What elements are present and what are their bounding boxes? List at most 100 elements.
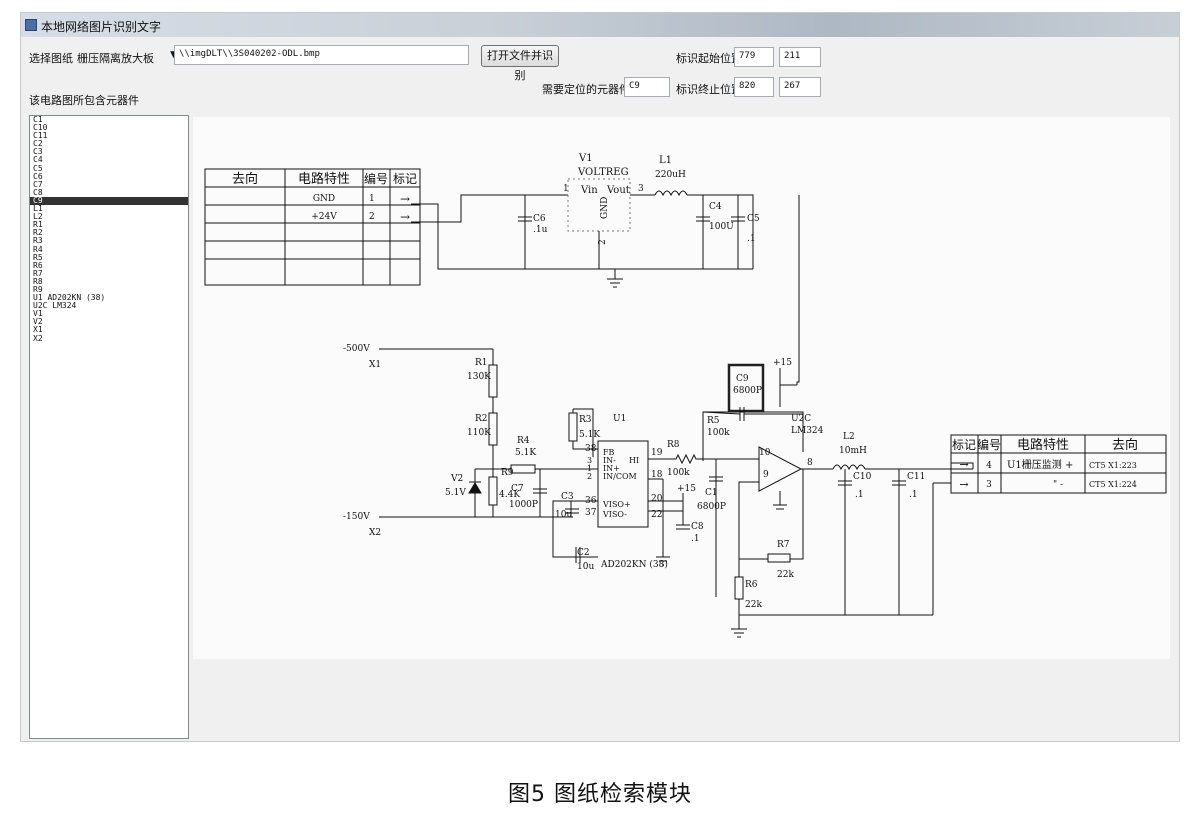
component-list-item[interactable]: U1 AD202KN (38) [33,293,106,303]
component-list-item[interactable]: R9 [33,284,43,294]
schematic-label: C1 [705,488,718,498]
component-list-item[interactable]: C2 [33,139,43,149]
schematic-label: 10mH [839,446,867,456]
schematic-label: 6800P [733,386,762,396]
component-list-item[interactable]: U2C LM324 [33,301,77,311]
component-list-item[interactable]: V2 [33,317,43,327]
component-list-item[interactable]: C7 [33,179,43,189]
schematic-label: 100U [709,222,734,232]
component-list-item[interactable]: R4 [33,244,43,254]
component-list-item[interactable]: C11 [33,131,48,141]
components-heading: 该电路图所包含元器件 [29,94,139,107]
schematic-label: R2 [475,414,488,424]
drawing-select[interactable]: 栅压隔离放大板 ▼ [77,47,177,67]
component-list-item[interactable]: R6 [33,260,43,270]
schematic-label: 22k [745,600,762,610]
left-table-cell: → [400,192,410,206]
window-title: 本地网络图片识别文字 [41,20,162,34]
component-list-item[interactable]: L1 [33,204,43,214]
right-table-cell: → [959,458,968,471]
left-table-cell: +24V [311,212,337,222]
schematic-label: 5.1K [579,430,600,440]
component-list-item[interactable]: L2 [33,212,43,222]
schematic-label: U1 [613,414,626,424]
end-y-input[interactable]: 267 [779,77,821,97]
component-list-item[interactable]: C5 [33,163,43,173]
schematic-label: C9 [736,374,749,384]
component-list-item[interactable]: C4 [33,155,43,165]
chevron-down-icon[interactable]: ▼ [170,50,177,60]
schematic-label: C6 [533,214,546,224]
figure-caption: 图5 图纸检索模块 [508,782,692,807]
schematic-label: 36 [585,496,597,506]
schematic-label: 100k [667,468,690,478]
schematic-label: FB [603,448,615,457]
schematic-label: IN+ [603,464,620,473]
schematic-label: 100k [707,428,730,438]
component-list-item[interactable]: X1 [33,325,43,335]
component-list-item[interactable]: R3 [33,236,43,246]
right-table-cell: CT5 X1:223 [1089,461,1137,470]
schematic-label: V2 [450,474,463,484]
end-x-input[interactable]: 820 [734,77,774,97]
component-list-item[interactable]: R2 [33,228,43,238]
component-list-item[interactable]: R5 [33,252,43,262]
schematic-label: .1 [909,490,918,500]
schematic-label: .1 [855,490,864,500]
component-list-item[interactable]: X2 [33,333,43,343]
component-list-item[interactable]: C9 [30,196,188,206]
schematic-label: 2 [587,472,592,481]
schematic-label: HI [629,456,639,465]
component-list-item[interactable]: R7 [33,268,43,278]
schematic-label: X1 [369,360,381,370]
right-table-cell: CT5 X1:224 [1089,480,1137,489]
component-input[interactable]: C9 [624,77,670,97]
schematic-label: C2 [577,548,590,558]
open-and-recognize-button[interactable]: 打开文件并识别 [481,45,559,82]
schematic-label: +15 [677,484,696,494]
schematic-label: R7 [777,540,790,550]
component-list-item[interactable]: C10 [33,123,48,133]
schematic-label: R1 [475,358,488,368]
schematic-label: C10 [853,472,872,482]
schematic-label: R4 [517,436,530,446]
component-list-item[interactable]: R8 [33,276,43,286]
end-position-label: 标识终止位置 [676,83,742,96]
left-table-header: 编号 [364,171,388,186]
component-list-item[interactable]: C8 [33,187,43,197]
schematic-label: VISO+ [602,500,631,509]
right-table-header: 去向 [1112,437,1138,453]
title-bar[interactable]: 本地网络图片识别文字 [21,13,1179,37]
schematic-label: 1 [587,464,592,473]
component-list-item[interactable]: R1 [33,220,43,230]
start-y-input[interactable]: 211 [779,47,821,67]
component-list-item[interactable]: C1 [33,115,43,124]
right-table-header: 电路特性 [1017,437,1069,453]
file-path-input[interactable]: \\imgDLT\\3S040202-ODL.bmp [174,45,469,65]
schematic-label: V1 [578,153,593,164]
component-list-item[interactable]: C6 [33,171,43,181]
schematic-label: 10u [555,510,572,520]
component-list-item[interactable]: V1 [33,309,43,319]
schematic-label: Vin [580,185,598,196]
schematic-label: C11 [907,472,925,482]
schematic-label: .1 [747,234,756,244]
schematic-label: 10 [759,448,771,458]
schematic-label: +15 [773,358,792,368]
schematic-label: X2 [369,528,381,538]
schematic-label: -500V [343,344,370,354]
right-table-header: 标记 [952,438,976,452]
right-table-cell: " - [1053,480,1063,490]
component-list-item[interactable]: C3 [33,147,43,157]
left-table-cell: GND [313,194,335,204]
schematic-label: 1000P [509,500,538,510]
start-x-input[interactable]: 779 [734,47,774,67]
schematic-label: R5 [707,416,720,426]
schematic-label: 10u [577,562,594,572]
schematic-label: L2 [843,432,855,442]
drawing-select-value: 栅压隔离放大板 [77,52,154,65]
schematic-label: R8 [667,440,680,450]
app-icon [25,19,37,31]
schematic-label: C3 [561,492,574,502]
